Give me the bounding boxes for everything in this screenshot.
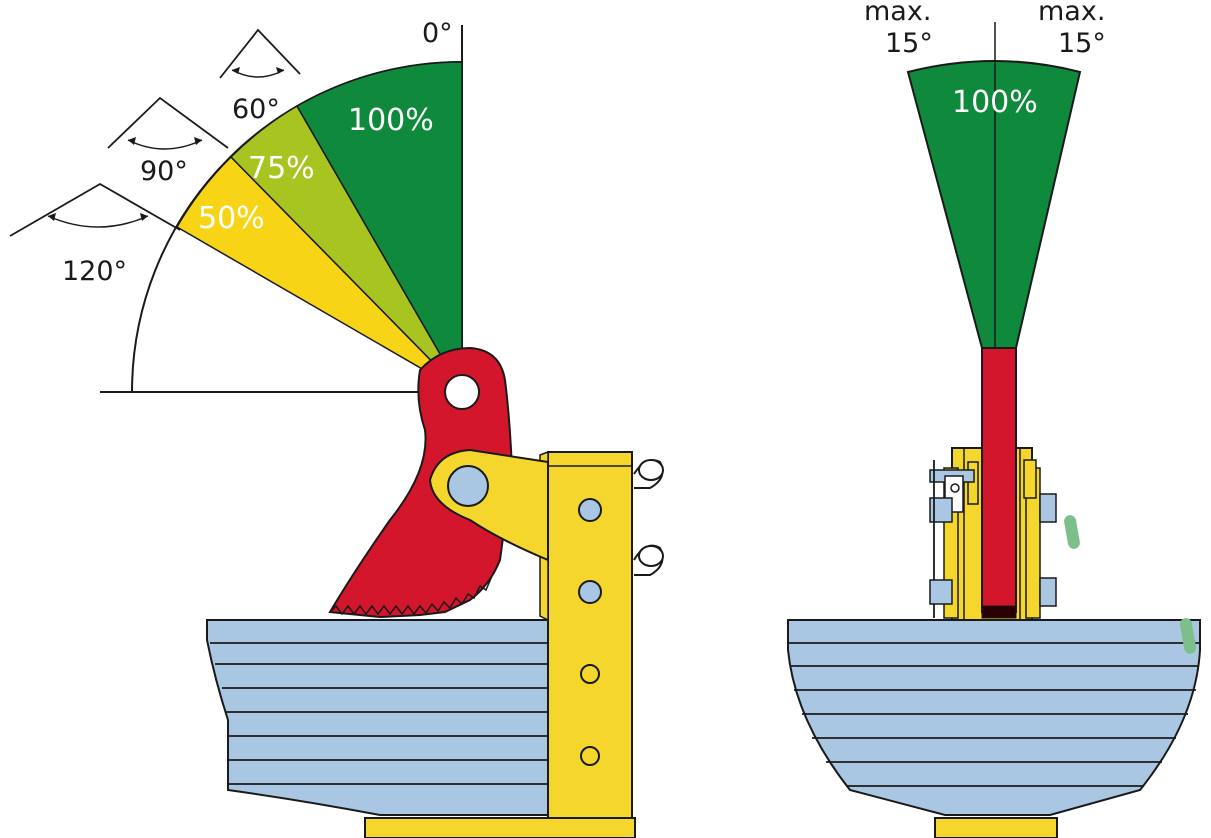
sector-100-percent	[295, 61, 463, 395]
sling-angle-120-icon	[9, 182, 181, 237]
right-steel-plate-stack	[787, 619, 1201, 838]
right-zone-label-100: 100%	[952, 85, 1038, 120]
right-front-view: 100% max. 15° max. 15°	[787, 0, 1201, 838]
left-clamp-body	[364, 450, 636, 838]
green-mark-lower	[1179, 618, 1197, 654]
zone-label-100: 100%	[348, 103, 434, 138]
green-mark-upper	[1064, 515, 1080, 549]
zone-label-75: 75%	[248, 151, 315, 186]
angle-label-120: 120°	[62, 256, 127, 287]
max-label-left: max.	[864, 0, 931, 27]
sling-angle-90-icon	[107, 96, 229, 150]
right-red-cam	[981, 347, 1017, 619]
angle-label-60: 60°	[232, 94, 280, 125]
left-side-pins	[633, 459, 664, 576]
zone-label-50: 50%	[198, 201, 265, 236]
angle-label-90: 90°	[140, 156, 188, 187]
angle-label-0: 0°	[422, 18, 453, 49]
left-lever-arm	[428, 448, 549, 562]
left-red-cam-jaw	[328, 346, 514, 619]
angle-label-right-15: 15°	[1058, 28, 1106, 59]
left-steel-plate-stack	[206, 619, 553, 816]
sling-angle-60-icon	[219, 28, 301, 79]
max-label-right: max.	[1038, 0, 1105, 27]
right-sector-100-percent	[906, 60, 1082, 349]
angle-label-left-15: 15°	[885, 28, 933, 59]
left-side-view: 100% 75% 50% 0° 60° 90° 120°	[9, 18, 664, 838]
